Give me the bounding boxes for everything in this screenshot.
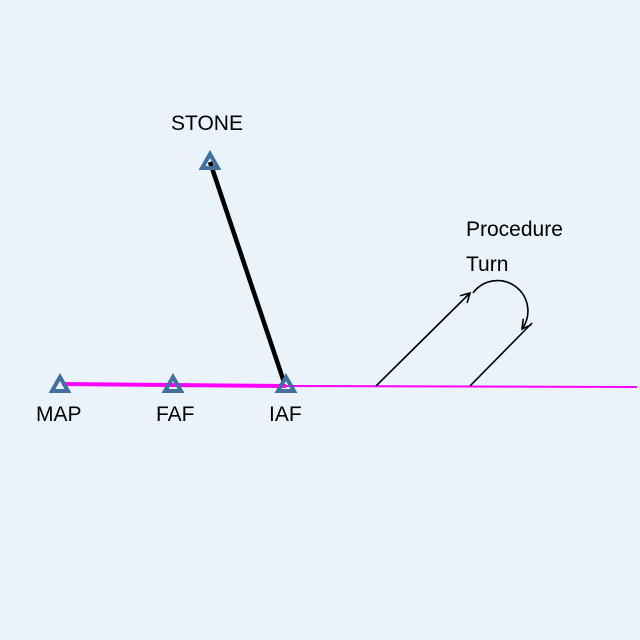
procedure-turn-inbound-line bbox=[469, 322, 533, 387]
iaf-label: IAF bbox=[269, 403, 302, 426]
map-label: MAP bbox=[36, 403, 82, 426]
inbound-course-line bbox=[285, 385, 638, 388]
procedure-turn-label-line2: Turn bbox=[466, 253, 509, 276]
procedure-turn-outbound-arrow bbox=[375, 291, 472, 387]
faf-label: FAF bbox=[156, 403, 195, 426]
stone-label: STONE bbox=[171, 112, 243, 135]
procedure-turn-arc-arrow bbox=[472, 279, 532, 331]
map-fix-triangle-icon bbox=[48, 372, 72, 393]
faf-fix-triangle-icon bbox=[161, 372, 185, 393]
procedure-turn-label-line1: Procedure bbox=[466, 218, 563, 241]
final-approach-course bbox=[61, 382, 287, 388]
iaf-fix-triangle-icon bbox=[274, 372, 298, 393]
stone-to-iaf-leg bbox=[207, 161, 287, 383]
stone-fix-triangle-icon bbox=[198, 149, 222, 170]
